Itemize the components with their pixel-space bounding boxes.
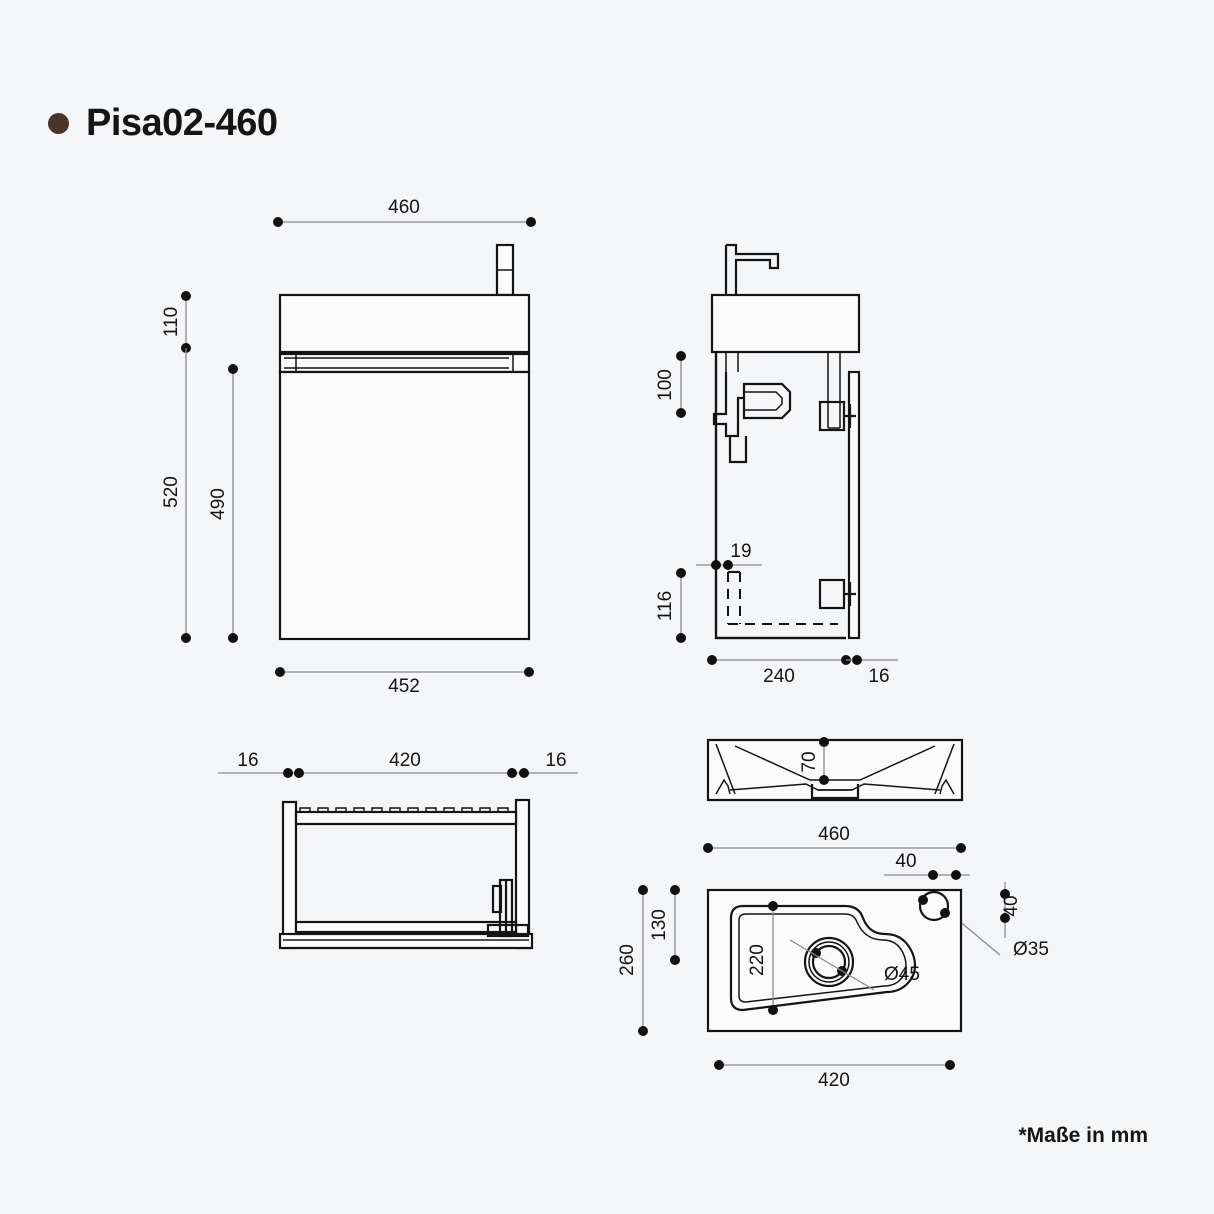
hinge-upper <box>818 400 856 432</box>
cabinet-top-rail <box>278 352 531 374</box>
product-title: Pisa02-460 <box>86 102 278 144</box>
hidden-edges <box>727 570 838 625</box>
plan-left-panel <box>281 800 298 950</box>
dim-basin-bowl-130: 130 <box>649 885 680 965</box>
basin-front-body <box>278 293 531 354</box>
plan-hinge-arm <box>486 878 530 938</box>
dim-side-base-116: 116 <box>655 568 686 643</box>
dim-label: 420 <box>389 750 421 771</box>
siphon-trap <box>712 372 792 464</box>
dim-label: 19 <box>730 541 751 562</box>
dim-front-total-height-520: 520 <box>161 348 191 643</box>
bullet-dot-icon <box>48 112 69 134</box>
dim-front-width-460: 460 <box>273 197 536 227</box>
dim-label: 460 <box>388 197 420 218</box>
plan-top-rail <box>294 810 518 826</box>
basin-side-body <box>710 293 861 354</box>
dim-label: 130 <box>649 909 670 941</box>
dim-label: 110 <box>161 307 182 337</box>
side-section-view: 100 116 19 <box>655 243 898 687</box>
dim-label: 16 <box>868 666 889 687</box>
dim-label: Ø45 <box>884 964 920 985</box>
basin-section-outline <box>706 738 964 802</box>
units-note: *Maße in mm <box>1018 1124 1148 1147</box>
dim-label: 490 <box>208 488 229 520</box>
dim-basin-width-460: 460 <box>703 824 966 853</box>
basin-cross-section-view: 70 <box>706 737 964 802</box>
hinge-lower <box>818 578 856 610</box>
dim-front-cabinet-width-452: 452 <box>275 667 534 697</box>
dim-label: 460 <box>818 824 850 845</box>
dim-drain-diameter: Ø45 <box>789 939 920 991</box>
faucet-side <box>724 243 780 296</box>
dim-label: 520 <box>161 476 182 508</box>
dim-label: 16 <box>237 750 258 771</box>
dim-label: Ø35 <box>1013 939 1049 960</box>
dim-front-cabinet-height-490: 490 <box>208 364 238 643</box>
dim-label: 240 <box>763 666 795 687</box>
dim-basin-depth-260: 260 <box>617 885 648 1036</box>
basin-bowl-outline <box>729 904 917 1012</box>
dim-front-basin-height-110: 110 <box>161 291 191 353</box>
dim-side-depth-240: 240 <box>707 655 851 687</box>
dim-bowl-width-220: 220 <box>747 901 778 1015</box>
plan-base-panel <box>278 932 534 950</box>
cabinet-carcass-side <box>714 352 846 640</box>
tap-hole <box>918 890 950 922</box>
dim-plan-row: 16 420 16 <box>218 750 578 778</box>
door-panel-side <box>847 370 861 640</box>
dim-label: 100 <box>655 369 676 401</box>
dim-label: 420 <box>818 1070 850 1091</box>
dim-side-door-16: 16 <box>846 655 898 687</box>
front-elevation-view: 460 110 520 490 <box>161 197 536 697</box>
cabinet-plan-view: 16 420 16 <box>218 750 578 950</box>
cabinet-door-front <box>278 370 531 641</box>
dim-label: 40 <box>1001 895 1022 916</box>
plan-bottom-rail <box>294 920 518 934</box>
basin-drain-section <box>810 784 860 800</box>
dim-label: 220 <box>747 944 768 976</box>
dim-tap-offset-y-40: 40 <box>1000 882 1022 938</box>
dim-label: 452 <box>388 676 420 697</box>
dim-label: 116 <box>655 591 676 621</box>
dim-label: 260 <box>617 944 638 976</box>
dim-tap-offset-x-40: 40 <box>884 851 970 880</box>
dim-label: 70 <box>799 751 820 772</box>
dim-label: 40 <box>895 851 916 872</box>
dim-basin-bottom-420: 420 <box>714 1060 955 1091</box>
faucet-front <box>495 243 515 297</box>
dim-basin-depth-70: 70 <box>799 737 829 785</box>
dim-side-trap-100: 100 <box>655 351 686 418</box>
dim-side-offset-19: 19 <box>696 541 762 570</box>
page-title: Pisa02-460 <box>48 104 278 142</box>
plan-interior <box>295 823 517 923</box>
dim-label: 16 <box>545 750 566 771</box>
basin-top-view: 460 40 40 Ø35 <box>617 824 1049 1091</box>
